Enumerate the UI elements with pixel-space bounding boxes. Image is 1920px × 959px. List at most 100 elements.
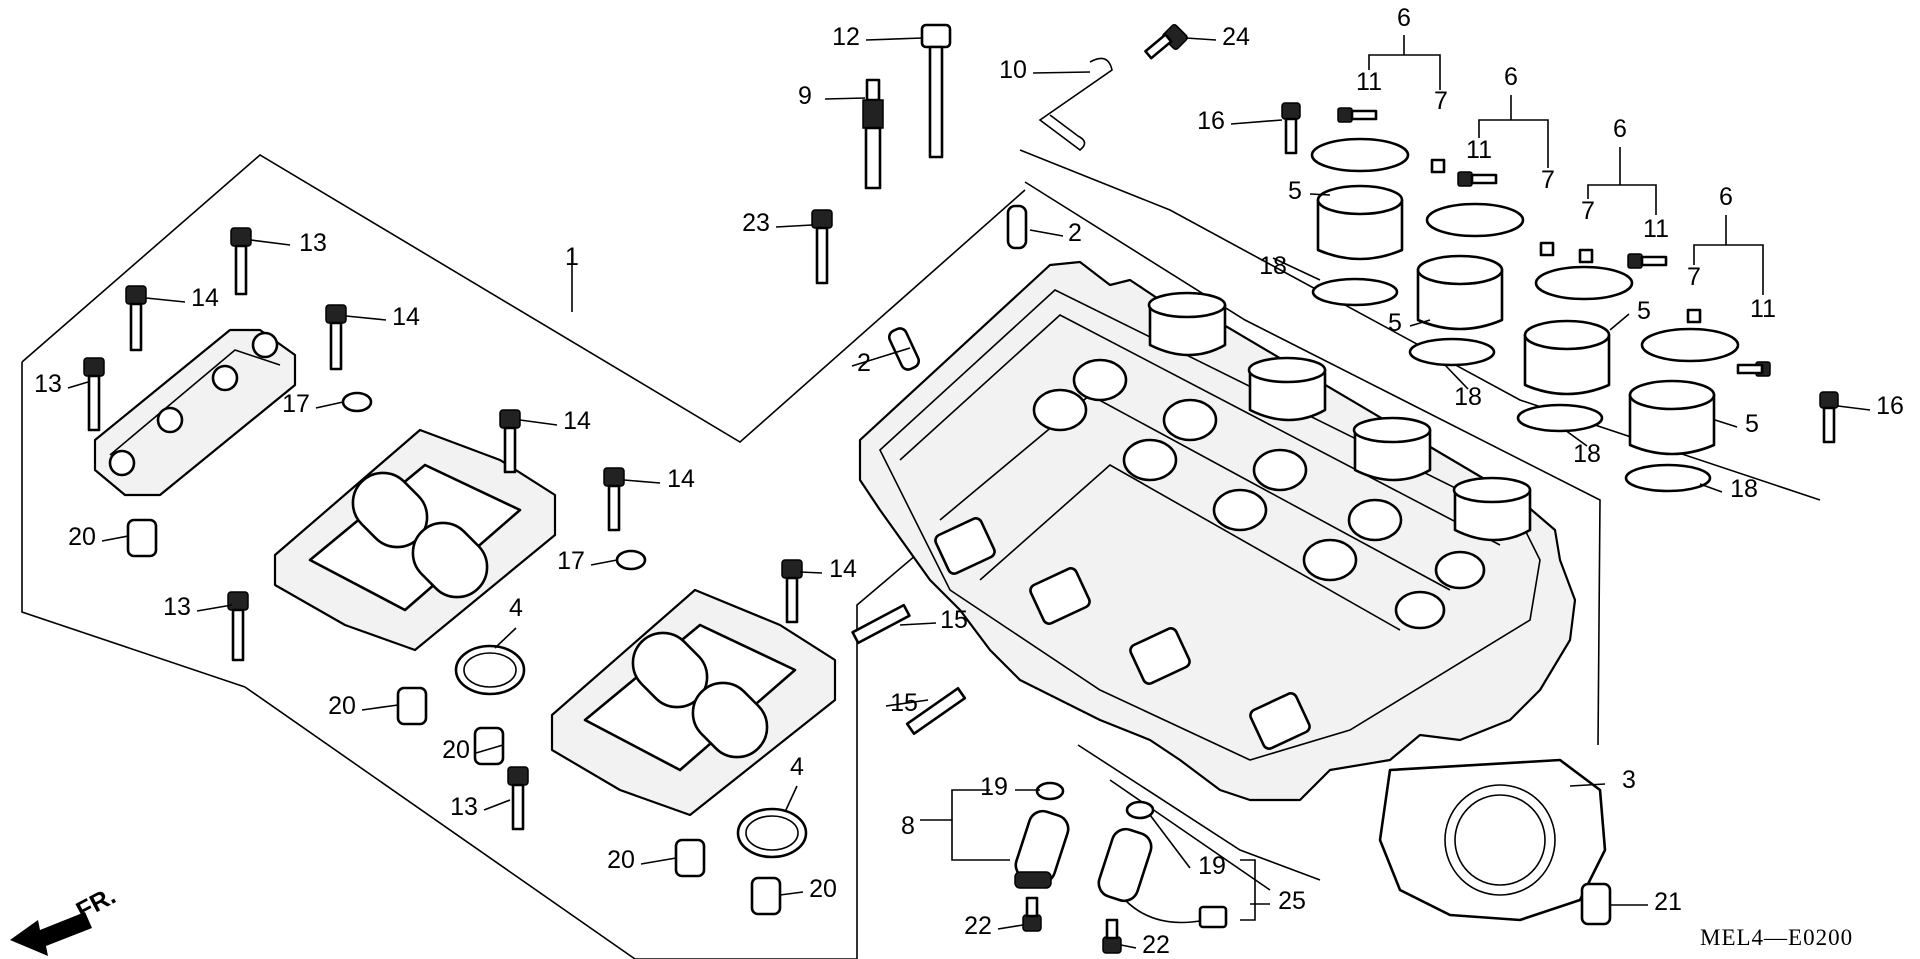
callout-13: 13 — [450, 793, 478, 821]
callout-15: 15 — [890, 689, 918, 717]
callout-6: 6 — [1504, 63, 1518, 91]
callout-7: 7 — [1434, 87, 1448, 115]
callout-5: 5 — [1745, 410, 1759, 438]
callout-19: 19 — [980, 773, 1008, 801]
intake-ports — [1147, 291, 1532, 542]
callout-13: 13 — [163, 593, 191, 621]
sensor-25 — [1097, 827, 1228, 929]
insulator-a — [1310, 137, 1410, 307]
callout-20: 20 — [809, 875, 837, 903]
insulator-b — [1408, 202, 1525, 367]
callout-15: 15 — [940, 606, 968, 634]
dowels-washers — [126, 204, 1612, 926]
dowel-20-a — [126, 518, 158, 558]
cam-holder-left — [93, 328, 297, 497]
callout-18: 18 — [1730, 475, 1758, 503]
oring-19-b — [1125, 800, 1155, 820]
callout-14: 14 — [667, 465, 695, 493]
bolt-24 — [1144, 24, 1188, 60]
diagram-code: MEL4—E0200 — [1700, 925, 1853, 950]
stud-15-b — [905, 687, 967, 735]
bolt-14-c — [499, 409, 521, 474]
callout-14: 14 — [829, 555, 857, 583]
callout-5: 5 — [1288, 177, 1302, 205]
callout-1: 1 — [565, 243, 579, 271]
callout-2: 2 — [857, 349, 871, 377]
callout-20: 20 — [442, 736, 470, 764]
washer-17-b — [615, 549, 647, 571]
callout-6: 6 — [1719, 183, 1733, 211]
spark-plug-9 — [862, 78, 884, 190]
dowel-20-c — [473, 726, 505, 766]
sensors — [1014, 809, 1228, 929]
callout-3: 3 — [1622, 766, 1636, 794]
oring-4-b — [736, 807, 808, 859]
valve-pockets — [1032, 358, 1486, 630]
bolt-13-b — [83, 357, 105, 432]
callout-7: 7 — [1541, 166, 1555, 194]
callout-21: 21 — [1654, 888, 1682, 916]
callout-13: 13 — [34, 370, 62, 398]
callout-7: 7 — [1687, 263, 1701, 291]
callout-6: 6 — [1613, 115, 1627, 143]
insulator-d — [1624, 327, 1740, 493]
bolt-16-b — [1819, 391, 1839, 444]
stud-15-a — [851, 603, 911, 645]
dowel-21 — [1580, 882, 1612, 926]
callout-14: 14 — [392, 303, 420, 331]
callout-14: 14 — [563, 407, 591, 435]
bolt-16-a — [1281, 102, 1301, 155]
callout-11: 11 — [1356, 68, 1382, 96]
callout-19: 19 — [1198, 852, 1226, 880]
bolt-13-d — [507, 766, 529, 831]
oring-4-a — [454, 644, 526, 696]
callout-16: 16 — [1876, 392, 1904, 420]
callout-17: 17 — [282, 390, 310, 418]
callout-24: 24 — [1222, 23, 1250, 51]
callout-22: 22 — [1142, 931, 1170, 959]
bolts — [83, 23, 1839, 954]
intake-insulators — [1310, 107, 1771, 493]
bolt-23 — [811, 209, 833, 285]
head-gasket — [1378, 758, 1607, 922]
callout-20: 20 — [607, 846, 635, 874]
bolt-14-a — [125, 285, 147, 352]
callout-8: 8 — [901, 812, 915, 840]
callout-23: 23 — [742, 209, 770, 237]
callout-13: 13 — [299, 229, 327, 257]
callout-11: 11 — [1466, 136, 1492, 164]
callout-5: 5 — [1388, 309, 1402, 337]
dowel-20-e — [750, 876, 782, 916]
callout-25: 25 — [1278, 887, 1306, 915]
bolt-22-a — [1022, 896, 1042, 932]
callout-18: 18 — [1454, 383, 1482, 411]
dowel-2-top — [1006, 204, 1028, 250]
callout-2: 2 — [1068, 219, 1082, 247]
callout-9: 9 — [798, 82, 812, 110]
bolt-12 — [920, 23, 952, 159]
dowel-20-d — [674, 838, 706, 878]
dowel-20-b — [396, 686, 428, 726]
oring-19-a — [1035, 781, 1065, 801]
callout-5: 5 — [1637, 297, 1651, 325]
head-cover-right — [550, 588, 837, 817]
callout-10: 10 — [999, 56, 1027, 84]
callout-14: 14 — [191, 284, 219, 312]
callout-18: 18 — [1259, 252, 1287, 280]
bolt-14-b — [325, 304, 347, 371]
band-bolts — [1337, 107, 1771, 377]
leader-lines — [67, 35, 1871, 949]
bolt-14-d — [603, 467, 625, 532]
callout-16: 16 — [1197, 107, 1225, 135]
callout-6: 6 — [1397, 4, 1411, 32]
exhaust-bosses — [934, 517, 1311, 750]
callout-4: 4 — [790, 753, 804, 781]
front-arrow-icon: FR. — [10, 882, 120, 956]
sensor-8 — [1014, 809, 1070, 889]
clip-10 — [1038, 57, 1113, 152]
bolt-14-e — [781, 559, 803, 624]
washer-17-a — [341, 391, 373, 413]
bolt-13-c — [227, 591, 249, 662]
